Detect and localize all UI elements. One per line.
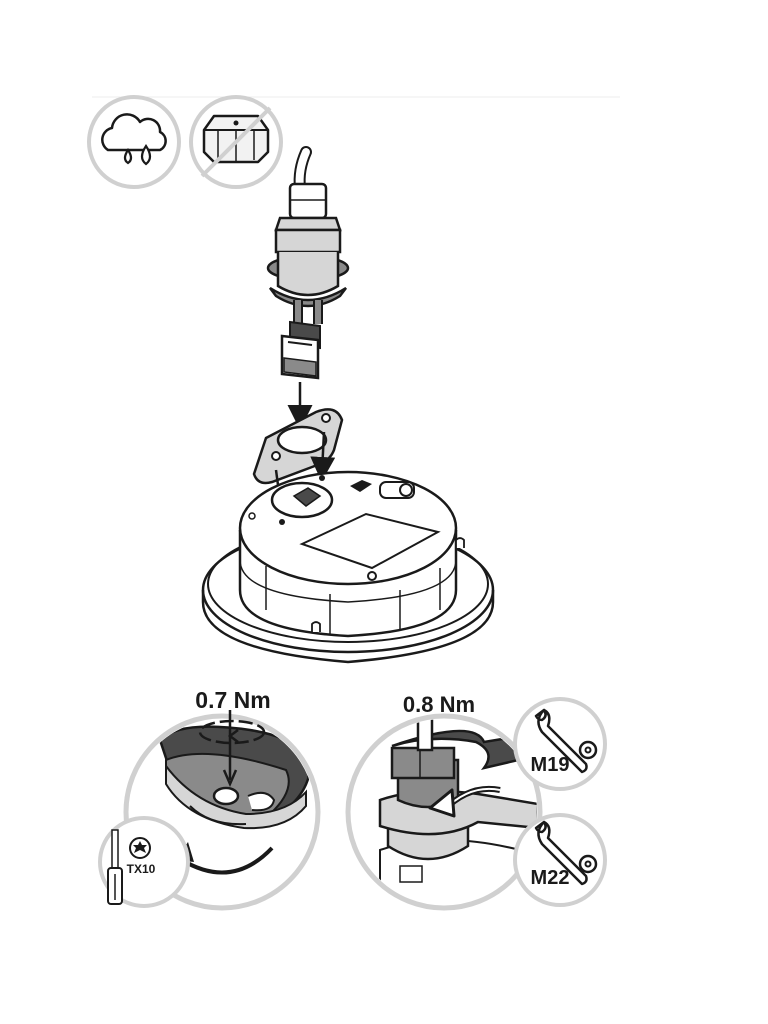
screw-arrow-right — [310, 431, 336, 482]
detail-right — [345, 713, 543, 911]
torque-label-right: 0.8 Nm — [403, 692, 475, 717]
tool-label: TX10 — [127, 862, 156, 876]
torque-label-left: 0.7 Nm — [195, 687, 270, 713]
wrench-icon — [513, 697, 607, 791]
camera-housing — [201, 470, 495, 664]
wrench-icon — [513, 813, 607, 907]
wrench-size-top: M19 — [531, 754, 570, 776]
wrench-size-bottom: M22 — [531, 867, 570, 889]
cloud-rain-icon — [87, 95, 181, 189]
cable-gland — [266, 146, 350, 324]
rj45-connector — [280, 320, 321, 380]
gasket-plate — [252, 408, 344, 485]
torx-icon — [98, 816, 190, 908]
no-cap-icon — [189, 95, 283, 189]
